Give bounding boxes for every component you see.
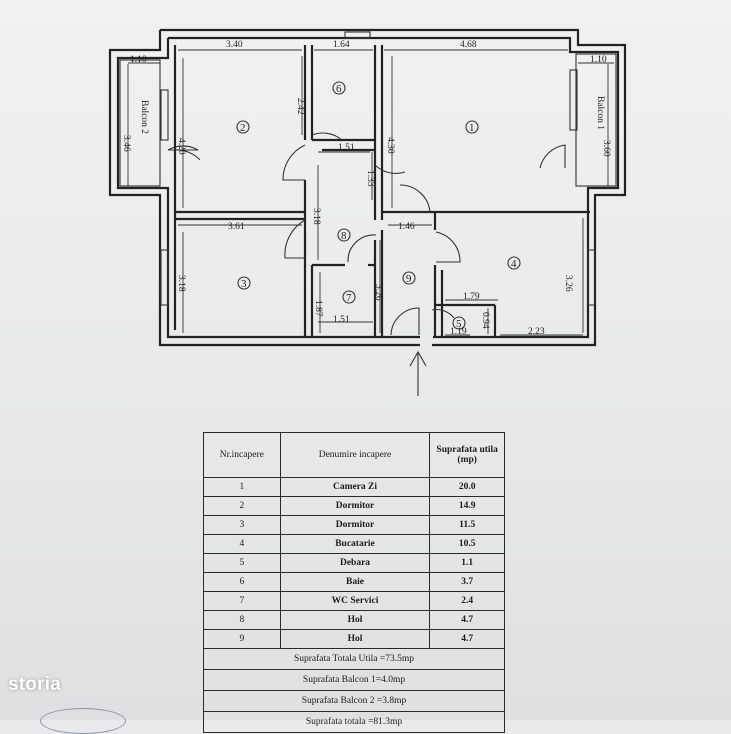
total-useful-area: Suprafata Totala Utila =73.5mp — [203, 648, 505, 670]
room-areas-table: Nr.incapere Denumire incapere Suprafata … — [203, 432, 505, 733]
room-number: 3 — [241, 278, 247, 290]
table-row: 3 Dormitor 11.5 — [203, 515, 505, 535]
room-number: 4 — [511, 258, 517, 270]
cell-nr: 8 — [203, 610, 281, 630]
outer-walls — [108, 28, 627, 347]
room-number: 2 — [240, 122, 246, 134]
balcony-2-label: Balcon 2 — [139, 100, 149, 134]
cell-nr: 1 — [203, 477, 281, 497]
room-markers: 1 2 3 4 5 6 7 8 9 — [236, 81, 521, 330]
dim-label: 3.46 — [121, 135, 131, 152]
table-row: 6 Baie 3.7 — [203, 572, 505, 592]
room-number: 8 — [341, 230, 347, 242]
cell-nr: 5 — [203, 553, 281, 573]
stamp-mark — [40, 708, 126, 734]
cell-area: 10.5 — [429, 534, 505, 554]
dimension-lines — [127, 49, 614, 336]
table-row: 8 Hol 4.7 — [203, 610, 505, 630]
dim-label: 3.18 — [176, 275, 186, 292]
dim-label: 1.87 — [313, 300, 323, 317]
total-row: Suprafata totala =81.3mp — [203, 711, 505, 733]
header-room-area: Suprafata utila (mp) — [429, 432, 505, 478]
dim-label: 1.19 — [450, 327, 467, 337]
floor-plan: 3.40 1.64 4.68 1.10 1.10 3.46 4.20 2.42 … — [108, 28, 627, 396]
balcony-2-area: Suprafata Balcon 2 =3.8mp — [203, 690, 505, 712]
dim-label: 3.60 — [601, 140, 611, 157]
dim-label: 3.26 — [563, 275, 573, 292]
cell-area: 1.1 — [429, 553, 505, 573]
dim-label: 4.20 — [176, 138, 186, 155]
total-row: Suprafata Balcon 2 =3.8mp — [203, 690, 505, 712]
cell-nr: 6 — [203, 572, 281, 592]
total-row: Suprafata Totala Utila =73.5mp — [203, 648, 505, 670]
table-row: 5 Debara 1.1 — [203, 553, 505, 573]
table-row: 1 Camera Zi 20.0 — [203, 477, 505, 497]
cell-area: 3.7 — [429, 572, 505, 592]
cell-nr: 9 — [203, 629, 281, 649]
balcony-1-outline — [575, 53, 617, 187]
cell-name: Dormitor — [279, 496, 431, 516]
dim-label: 2.23 — [528, 327, 545, 337]
room-number: 5 — [456, 318, 462, 330]
dim-label: 2.42 — [295, 98, 305, 115]
cell-area: 20.0 — [429, 477, 505, 497]
header-room-name: Denumire incapere — [279, 432, 431, 478]
room-number: 6 — [336, 83, 342, 95]
cell-nr: 2 — [203, 496, 281, 516]
table-row: 2 Dormitor 14.9 — [203, 496, 505, 516]
room-number: 1 — [469, 122, 475, 134]
cell-name: Dormitor — [279, 515, 431, 535]
balcony-2-outline — [119, 59, 161, 187]
balcony-1-area: Suprafata Balcon 1=4.0mp — [203, 669, 505, 691]
cell-name: Camera Zi — [279, 477, 431, 497]
dim-label: 1.46 — [398, 222, 415, 232]
cell-area: 2.4 — [429, 591, 505, 611]
cell-nr: 4 — [203, 534, 281, 554]
cell-nr: 7 — [203, 591, 281, 611]
total-area: Suprafata totala =81.3mp — [203, 711, 505, 733]
entrance-arrow — [409, 350, 427, 396]
cell-area: 14.9 — [429, 496, 505, 516]
dim-label: 1.64 — [333, 40, 350, 50]
dim-label: 1.10 — [130, 55, 147, 65]
dim-label: 3.26 — [373, 284, 383, 301]
room-number: 7 — [346, 292, 352, 304]
dim-label: 4.68 — [460, 40, 477, 50]
table-row: 9 Hol 4.7 — [203, 629, 505, 649]
cell-area: 4.7 — [429, 629, 505, 649]
cell-name: Baie — [279, 572, 431, 592]
storia-logo: storia — [8, 674, 61, 695]
balcony-1-label: Balcon 1 — [595, 96, 605, 130]
dim-label: 1.79 — [463, 292, 480, 302]
cell-name: WC Servici — [279, 591, 431, 611]
cell-name: Debara — [279, 553, 431, 573]
dim-label: 3.18 — [311, 208, 321, 225]
interior-walls — [173, 45, 590, 337]
dim-label: 1.51 — [338, 143, 355, 153]
dim-label: 4.30 — [385, 137, 395, 154]
dim-label: 1.10 — [590, 55, 607, 65]
dim-label: 0.94 — [480, 312, 490, 329]
cell-area: 11.5 — [429, 515, 505, 535]
dim-label: 3.40 — [226, 40, 243, 50]
cell-nr: 3 — [203, 515, 281, 535]
total-row: Suprafata Balcon 1=4.0mp — [203, 669, 505, 691]
cell-name: Hol — [279, 610, 431, 630]
dim-label: 1.33 — [365, 170, 375, 187]
cell-name: Bucatarie — [279, 534, 431, 554]
table-header-row: Nr.incapere Denumire incapere Suprafata … — [203, 432, 505, 478]
windows — [160, 31, 596, 306]
dim-label: 1.51 — [333, 315, 350, 325]
door-swings — [167, 132, 566, 336]
dim-label: 3.61 — [228, 222, 245, 232]
table-row: 7 WC Servici 2.4 — [203, 591, 505, 611]
room-number: 9 — [406, 273, 412, 285]
header-room-number: Nr.incapere — [203, 432, 281, 478]
cell-area: 4.7 — [429, 610, 505, 630]
table-row: 4 Bucatarie 10.5 — [203, 534, 505, 554]
cell-name: Hol — [279, 629, 431, 649]
